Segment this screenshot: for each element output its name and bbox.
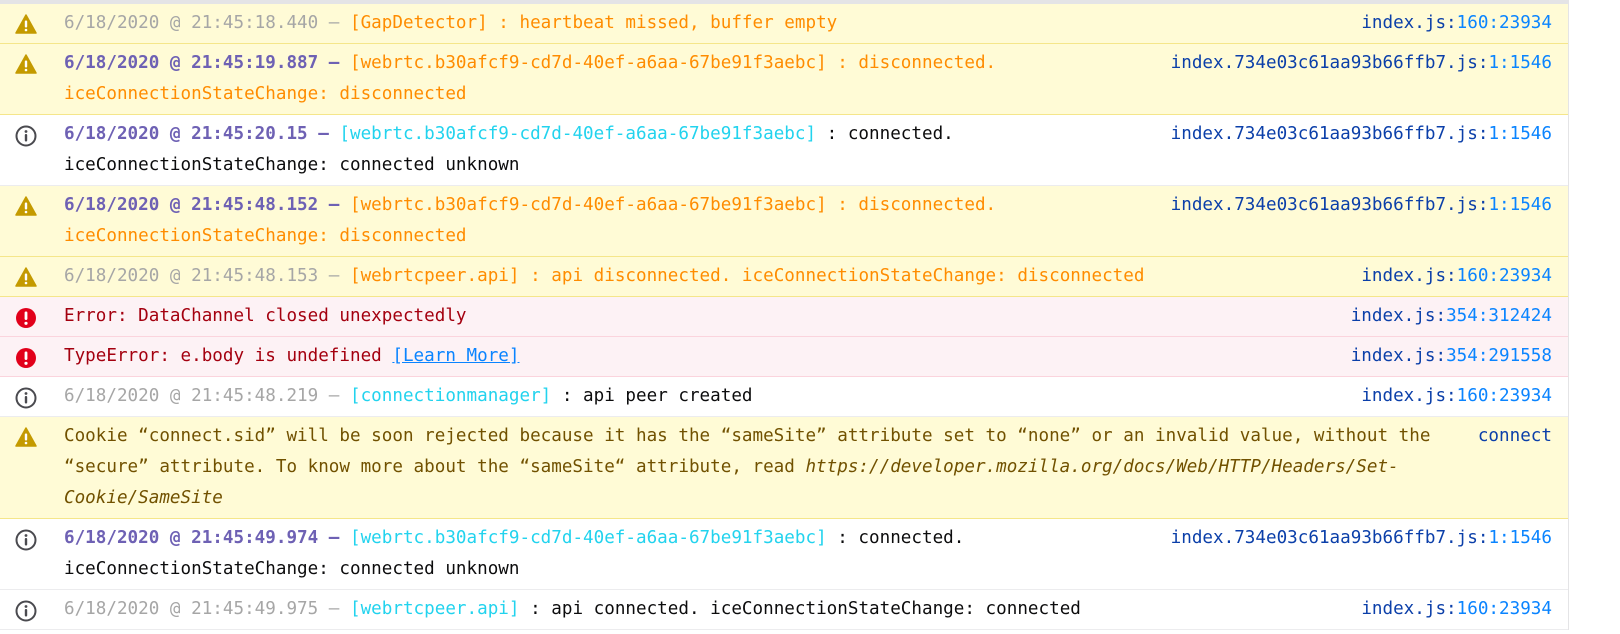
console-message-row: TypeError: e.body is undefined [Learn Mo… [0,337,1568,377]
console-output: 6/18/2020 @ 21:45:18.440 – [GapDetector]… [0,0,1569,630]
source-line-col[interactable]: 354:312424 [1446,306,1552,326]
info-icon [0,381,64,409]
message-body: : connected. iceConnectionStateChange: c… [64,528,975,579]
log-tag: [webrtc.b30afcf9-cd7d-40ef-a6aa-67be91f3… [350,195,827,215]
message-text: Cookie “connect.sid” will be soon reject… [64,421,1462,514]
source-line-col[interactable]: 354:291558 [1446,346,1552,366]
log-tag: [GapDetector] [350,13,488,33]
message-text: 6/18/2020 @ 21:45:48.153 – [webrtcpeer.a… [64,261,1345,292]
source-file[interactable]: index.js: [1361,386,1457,406]
log-tag: [webrtcpeer.api] [350,266,520,286]
console-message-row: 6/18/2020 @ 21:45:48.219 – [connectionma… [0,377,1568,417]
console-message-row: Cookie “connect.sid” will be soon reject… [0,417,1568,519]
message-text: 6/18/2020 @ 21:45:48.219 – [connectionma… [64,381,1345,412]
source-line-col[interactable]: 1:1546 [1488,195,1552,215]
warning-icon [0,48,64,74]
docs-url[interactable]: https://developer.mozilla.org/docs/Web/H… [64,457,1399,508]
source-location-link[interactable]: connect [1478,421,1552,452]
source-file[interactable]: index.js: [1361,266,1457,286]
source-line-col[interactable]: 1:1546 [1488,124,1552,144]
learn-more-link[interactable]: [Learn More] [392,346,520,366]
source-location-link[interactable]: index.734e03c61aa93b66ffb7.js:1:1546 [1171,48,1552,79]
timestamp: 6/18/2020 @ 21:45:48.153 – [64,266,350,286]
console-message-row: 6/18/2020 @ 21:45:48.153 – [webrtcpeer.a… [0,257,1568,297]
source-location-link[interactable]: index.js:160:23934 [1361,381,1552,412]
message-text: 6/18/2020 @ 21:45:48.152 – [webrtc.b30af… [64,190,1155,252]
message-body: TypeError: e.body is undefined [64,346,393,366]
warning-icon [0,421,64,447]
message-body: Error: DataChannel closed unexpectedly [64,306,467,326]
source-file[interactable]: index.734e03c61aa93b66ffb7.js: [1170,124,1489,144]
source-file[interactable]: index.js: [1350,346,1447,366]
log-tag: [webrtc.b30afcf9-cd7d-40ef-a6aa-67be91f3… [350,53,827,73]
message-body: : connected. iceConnectionStateChange: c… [64,124,965,175]
info-icon [0,523,64,551]
source-location-link[interactable]: index.734e03c61aa93b66ffb7.js:1:1546 [1171,523,1552,554]
source-file[interactable]: index.js: [1350,306,1447,326]
console-message-row: 6/18/2020 @ 21:45:19.887 – [webrtc.b30af… [0,44,1568,115]
console-message-row: 6/18/2020 @ 21:45:20.15 – [webrtc.b30afc… [0,115,1568,186]
source-file[interactable]: connect [1477,426,1552,446]
message-body: : disconnected. iceConnectionStateChange… [64,195,1007,246]
timestamp: 6/18/2020 @ 21:45:48.152 – [64,195,350,215]
error-icon [0,341,64,369]
source-file[interactable]: index.734e03c61aa93b66ffb7.js: [1170,195,1489,215]
message-body: : disconnected. iceConnectionStateChange… [64,53,1007,104]
source-file[interactable]: index.js: [1361,599,1457,619]
source-location-link[interactable]: index.js:354:291558 [1351,341,1552,372]
message-text: Error: DataChannel closed unexpectedly [64,301,1335,332]
console-message-row: 6/18/2020 @ 21:45:49.975 – [webrtcpeer.a… [0,590,1568,630]
console-message-row: 6/18/2020 @ 21:45:48.152 – [webrtc.b30af… [0,186,1568,257]
message-text: 6/18/2020 @ 21:45:49.975 – [webrtcpeer.a… [64,594,1345,625]
source-location-link[interactable]: index.js:160:23934 [1361,261,1552,292]
timestamp: 6/18/2020 @ 21:45:19.887 – [64,53,350,73]
warning-icon [0,261,64,287]
source-line-col[interactable]: 160:23934 [1456,386,1552,406]
timestamp: 6/18/2020 @ 21:45:18.440 – [64,13,350,33]
message-body: : api peer created [551,386,753,406]
message-text: 6/18/2020 @ 21:45:19.887 – [webrtc.b30af… [64,48,1155,110]
log-tag: [connectionmanager] [350,386,552,406]
message-body: Cookie “connect.sid” will be soon reject… [64,426,1442,477]
timestamp: 6/18/2020 @ 21:45:49.975 – [64,599,350,619]
console-message-row: 6/18/2020 @ 21:45:49.974 – [webrtc.b30af… [0,519,1568,590]
error-icon [0,301,64,329]
source-line-col[interactable]: 160:23934 [1456,13,1552,33]
message-text: 6/18/2020 @ 21:45:20.15 – [webrtc.b30afc… [64,119,1155,181]
source-line-col[interactable]: 160:23934 [1456,599,1552,619]
message-text: TypeError: e.body is undefined [Learn Mo… [64,341,1335,372]
message-body: : api connected. iceConnectionStateChang… [519,599,1081,619]
console-message-row: 6/18/2020 @ 21:45:18.440 – [GapDetector]… [0,4,1568,44]
source-location-link[interactable]: index.js:160:23934 [1361,8,1552,39]
console-message-row: Error: DataChannel closed unexpectedly in… [0,297,1568,337]
message-text: 6/18/2020 @ 21:45:18.440 – [GapDetector]… [64,8,1345,39]
source-location-link[interactable]: index.734e03c61aa93b66ffb7.js:1:1546 [1171,190,1552,221]
info-icon [0,119,64,147]
timestamp: 6/18/2020 @ 21:45:49.974 – [64,528,350,548]
source-location-link[interactable]: index.js:354:312424 [1351,301,1552,332]
log-tag: [webrtcpeer.api] [350,599,520,619]
message-text: 6/18/2020 @ 21:45:49.974 – [webrtc.b30af… [64,523,1155,585]
source-location-link[interactable]: index.js:160:23934 [1361,594,1552,625]
message-body: : heartbeat missed, buffer empty [487,13,838,33]
timestamp: 6/18/2020 @ 21:45:20.15 – [64,124,340,144]
source-location-link[interactable]: index.734e03c61aa93b66ffb7.js:1:1546 [1171,119,1552,150]
info-icon [0,594,64,622]
source-line-col[interactable]: 160:23934 [1456,266,1552,286]
timestamp: 6/18/2020 @ 21:45:48.219 – [64,386,350,406]
source-file[interactable]: index.734e03c61aa93b66ffb7.js: [1170,528,1489,548]
warning-icon [0,190,64,216]
source-file[interactable]: index.js: [1361,13,1457,33]
log-tag: [webrtc.b30afcf9-cd7d-40ef-a6aa-67be91f3… [339,124,817,144]
source-line-col[interactable]: 1:1546 [1488,53,1552,73]
log-tag: [webrtc.b30afcf9-cd7d-40ef-a6aa-67be91f3… [350,528,827,548]
message-body: : api disconnected. iceConnectionStateCh… [519,266,1145,286]
source-file[interactable]: index.734e03c61aa93b66ffb7.js: [1170,53,1489,73]
warning-icon [0,8,64,34]
source-line-col[interactable]: 1:1546 [1488,528,1552,548]
